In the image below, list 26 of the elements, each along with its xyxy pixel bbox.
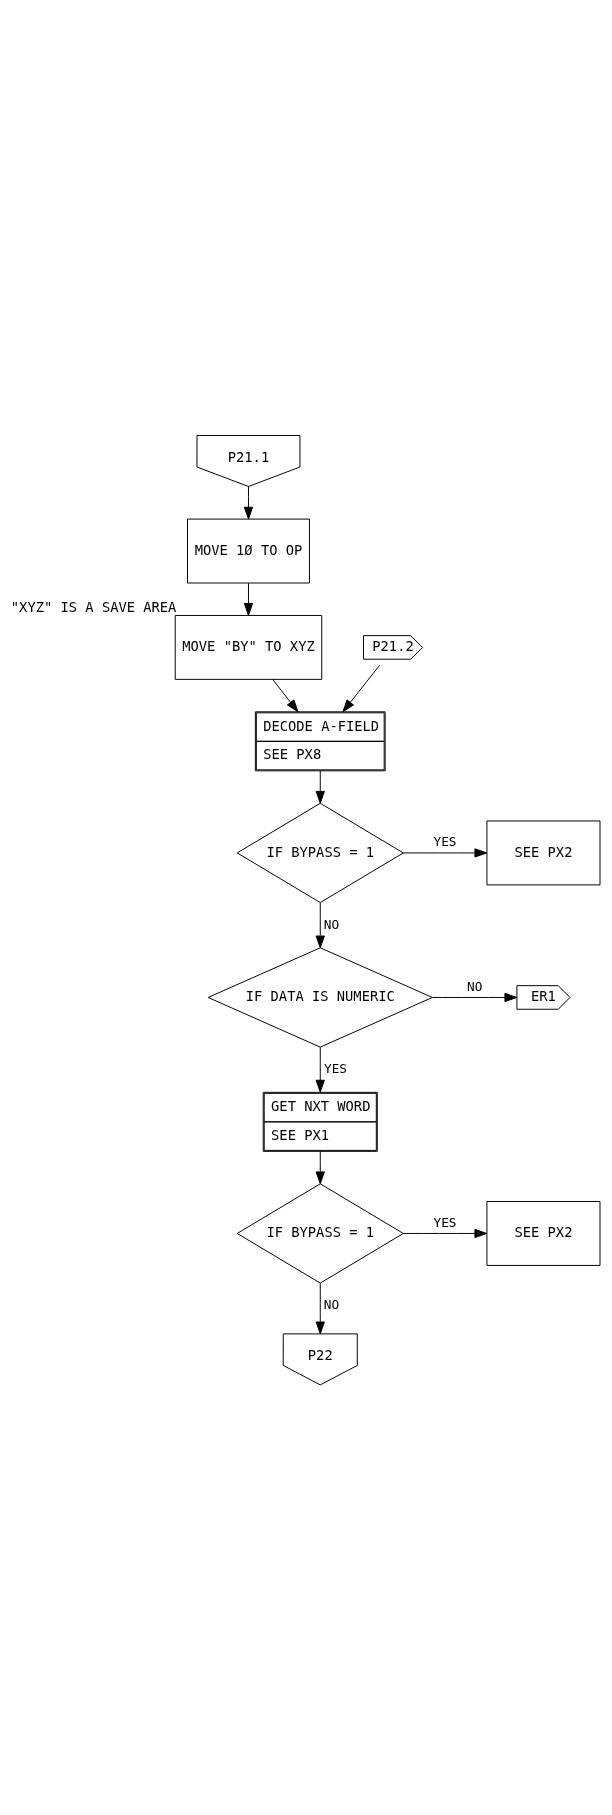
edge-label: YES bbox=[323, 1061, 348, 1077]
arrow bbox=[402, 848, 488, 858]
arrow bbox=[402, 1228, 488, 1239]
arrow bbox=[315, 770, 325, 804]
arrow bbox=[243, 486, 254, 520]
node-box: SEE PX2 bbox=[486, 820, 601, 886]
arrow bbox=[315, 1046, 325, 1093]
edge-label: YES bbox=[433, 834, 457, 850]
node-diamond: IF BYPASS = 1 bbox=[236, 802, 404, 904]
arrow bbox=[432, 992, 518, 1003]
node-diamond: IF DATA IS NUMERIC bbox=[207, 947, 433, 1048]
node-diamond: IF BYPASS = 1 bbox=[236, 1183, 404, 1284]
edge-label: YES bbox=[433, 1214, 457, 1230]
edge-label: NO bbox=[323, 916, 340, 932]
arrow bbox=[315, 1282, 325, 1335]
arrow bbox=[243, 582, 254, 616]
node-box: SEE PX2 bbox=[486, 1201, 601, 1266]
node-label: "XYZ" IS A SAVE AREA bbox=[10, 598, 177, 615]
edge-label: NO bbox=[466, 978, 483, 994]
node-box: MOVE "BY" TO XYZ bbox=[174, 614, 323, 680]
edge-label: NO bbox=[323, 1297, 340, 1313]
arrow bbox=[272, 679, 299, 713]
arrow bbox=[315, 902, 325, 949]
node-box: MOVE 1Ø TO OP bbox=[187, 518, 310, 584]
arrow bbox=[342, 664, 381, 713]
arrow bbox=[315, 1150, 325, 1185]
